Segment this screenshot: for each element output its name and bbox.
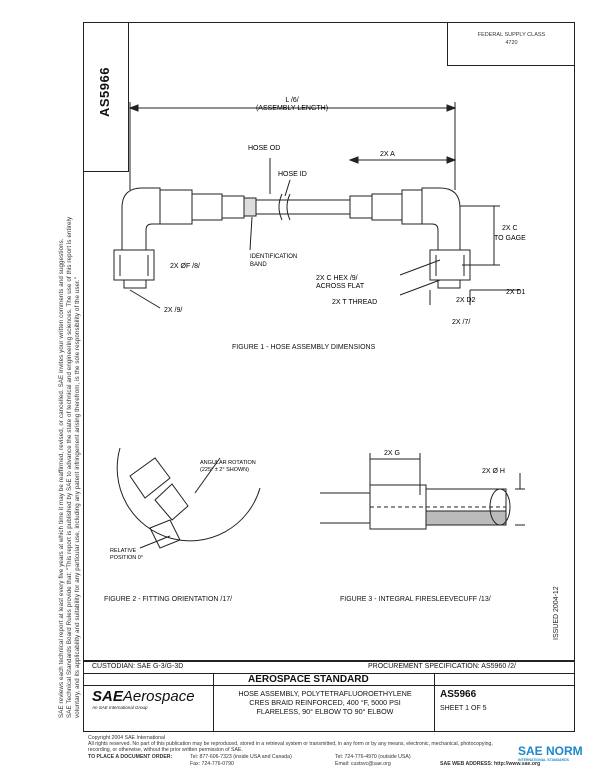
drawing-frame — [83, 22, 575, 732]
side-notice-line3: SAE reviews each technical report at lea… — [58, 238, 65, 718]
relative-position-label-a: RELATIVE — [110, 548, 137, 554]
fax-number: Fax: 724-776-0790 — [190, 761, 234, 767]
angular-rotation-label-a: ANGULAR ROTATION — [200, 460, 256, 466]
doc-number-box — [83, 22, 129, 172]
two-x-c-hex-label-b: ACROSS FLAT — [316, 283, 365, 290]
rights-line-2: recording, or otherwise, without the pri… — [88, 747, 243, 753]
hose-od-label: HOSE OD — [248, 145, 280, 152]
id-band-label-b: BAND — [250, 262, 267, 268]
two-x-7-label: 2X /7/ — [452, 319, 470, 326]
two-x-c-label: 2X C — [502, 225, 518, 232]
two-x-c-hex-label-a: 2X C HEX /9/ — [316, 275, 358, 282]
two-x-9-label: 2X /9/ — [164, 307, 182, 314]
title-block-rule-3 — [83, 685, 575, 686]
two-x-f-label: 2X ØF /8/ — [170, 263, 200, 270]
custodian-text: CUSTODIAN: SAE G-3/G-3D — [92, 663, 184, 670]
watermark-sub: INTERNATIONAL STANDARDS — [518, 758, 569, 762]
title-block-doc-number: AS5966 — [440, 689, 477, 700]
sheet-number: SHEET 1 OF 5 — [440, 705, 487, 712]
relative-position-label-b: POSITION 0° — [110, 555, 143, 561]
procurement-spec-text: PROCUREMENT SPECIFICATION: AS5960 /2/ — [368, 663, 516, 670]
saenorm-watermark: SAE NORM INTERNATIONAL STANDARDS — [518, 744, 583, 762]
aerospace-standard-heading: AEROSPACE STANDARD — [248, 674, 369, 685]
title-line3: FLARELESS, 90° ELBOW TO 90° ELBOW — [256, 707, 394, 716]
hose-id-label: HOSE ID — [278, 171, 307, 178]
two-x-a-label: 2X A — [380, 151, 395, 158]
side-notice-line2: voluntary, and its applicability and sui… — [74, 276, 81, 718]
figure1-hose-assembly-drawing: L /6/ (ASSEMBLY LENGTH) HOSE OD HOSE ID … — [113, 97, 526, 326]
logo-tagline: An SAE International Group — [92, 705, 148, 710]
email-address: Email: custsvc@sae.org — [335, 761, 391, 767]
figure1-caption: FIGURE 1 - HOSE ASSEMBLY DIMENSIONS — [232, 344, 376, 351]
figure3-caption: FIGURE 3 - INTEGRAL FIRESLEEVECUFF /13/ — [340, 596, 491, 603]
assembly-length-label-a: L /6/ — [285, 97, 298, 104]
two-x-h-label: 2X Ø H — [482, 468, 505, 475]
two-x-t-thread-label: 2X T THREAD — [332, 299, 377, 306]
logo-word: Aerospace — [122, 688, 195, 705]
figure2-caption: FIGURE 2 - FITTING ORIENTATION /17/ — [104, 596, 233, 603]
side-notice-line1: SAE Technical Standards Board Rules prov… — [66, 216, 73, 718]
title-block-divider-1 — [213, 673, 214, 732]
two-x-d1-label: 2X D1 — [506, 289, 526, 296]
title-line1: HOSE ASSEMBLY, POLYTETRAFLUOROETHYLENE — [238, 689, 412, 698]
title-block-top-rule — [83, 660, 575, 662]
federal-supply-label: FEDERAL SUPPLY CLASS — [477, 32, 546, 38]
two-x-g-label: 2X G — [384, 450, 400, 457]
title-line2: CRES BRAID REINFORCED, 400 °F, 5000 PSI — [249, 698, 401, 707]
figure2-fitting-orientation-drawing: ANGULAR ROTATION (225° ± 2° SHOWN) RELAT… — [110, 447, 261, 561]
document-title: HOSE ASSEMBLY, POLYTETRAFLUOROETHYLENE C… — [220, 689, 430, 716]
federal-supply-class: 4720 — [505, 40, 518, 46]
angular-rotation-label-b: (225° ± 2° SHOWN) — [200, 467, 249, 473]
two-x-d2-label: 2X D2 — [456, 297, 476, 304]
phone-outside-usa: Tel: 724-776-4970 (outside USA) — [335, 754, 411, 760]
logo-brand: SAE — [92, 688, 123, 705]
sae-aerospace-logo: SAEAerospace An SAE International Group — [92, 688, 195, 710]
phone-inside-usa: Tel: 877-606-7323 (inside USA and Canada… — [190, 754, 292, 760]
assembly-length-label-b: (ASSEMBLY LENGTH) — [256, 105, 328, 112]
to-gage-label: TO GAGE — [494, 235, 526, 242]
watermark-text: SAE NORM — [518, 744, 583, 758]
issued-date: ISSUED 2004-12 — [553, 586, 560, 640]
web-address: SAE WEB ADDRESS: http://www.sae.org — [440, 761, 541, 767]
title-block-rule-2 — [83, 673, 575, 674]
copyright-line: Copyright 2004 SAE International — [88, 735, 165, 741]
rights-line: All rights reserved. No part of this pub… — [88, 741, 493, 747]
title-block-divider-2 — [434, 673, 435, 732]
federal-supply-box: FEDERAL SUPPLY CLASS 4720 — [447, 22, 575, 66]
order-label: TO PLACE A DOCUMENT ORDER: — [88, 754, 173, 760]
id-band-label-a: IDENTIFICATION — [250, 254, 297, 260]
figure3-firesleeve-cuff-drawing: 2X G 2X Ø H — [320, 450, 525, 530]
